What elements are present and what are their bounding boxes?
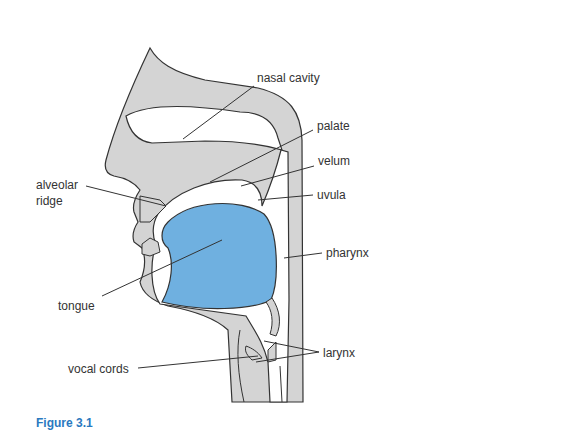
part-label: velum	[318, 153, 350, 169]
leader-line	[284, 253, 322, 258]
part-label: larynx	[323, 345, 355, 361]
leader-line	[183, 86, 254, 139]
nasal-cavity-space	[126, 107, 282, 151]
head-section	[105, 48, 303, 402]
tongue-shape	[162, 204, 276, 309]
leader-line	[241, 166, 314, 186]
leader-line	[258, 195, 313, 200]
upper-teeth	[140, 196, 166, 222]
leader-line	[102, 240, 222, 296]
epiglottis	[266, 298, 279, 336]
part-label: alveolar ridge	[36, 177, 90, 209]
leader-line	[256, 352, 319, 362]
trachea-wall	[280, 366, 282, 402]
part-label: pharynx	[326, 245, 369, 261]
lower-teeth	[142, 238, 160, 256]
leader-line	[138, 356, 258, 368]
part-label: nasal cavity	[257, 70, 320, 86]
part-label: palate	[317, 118, 350, 134]
leader-line	[86, 186, 166, 206]
larynx-cartilage	[238, 330, 244, 402]
figure-caption: Figure 3.1	[36, 416, 93, 430]
vocal-cords-shape	[245, 346, 262, 360]
part-label: tongue	[58, 298, 95, 314]
part-label: vocal cords	[68, 361, 129, 377]
leader-line	[264, 341, 319, 352]
part-label: uvula	[317, 187, 346, 203]
leader-line	[210, 130, 313, 182]
